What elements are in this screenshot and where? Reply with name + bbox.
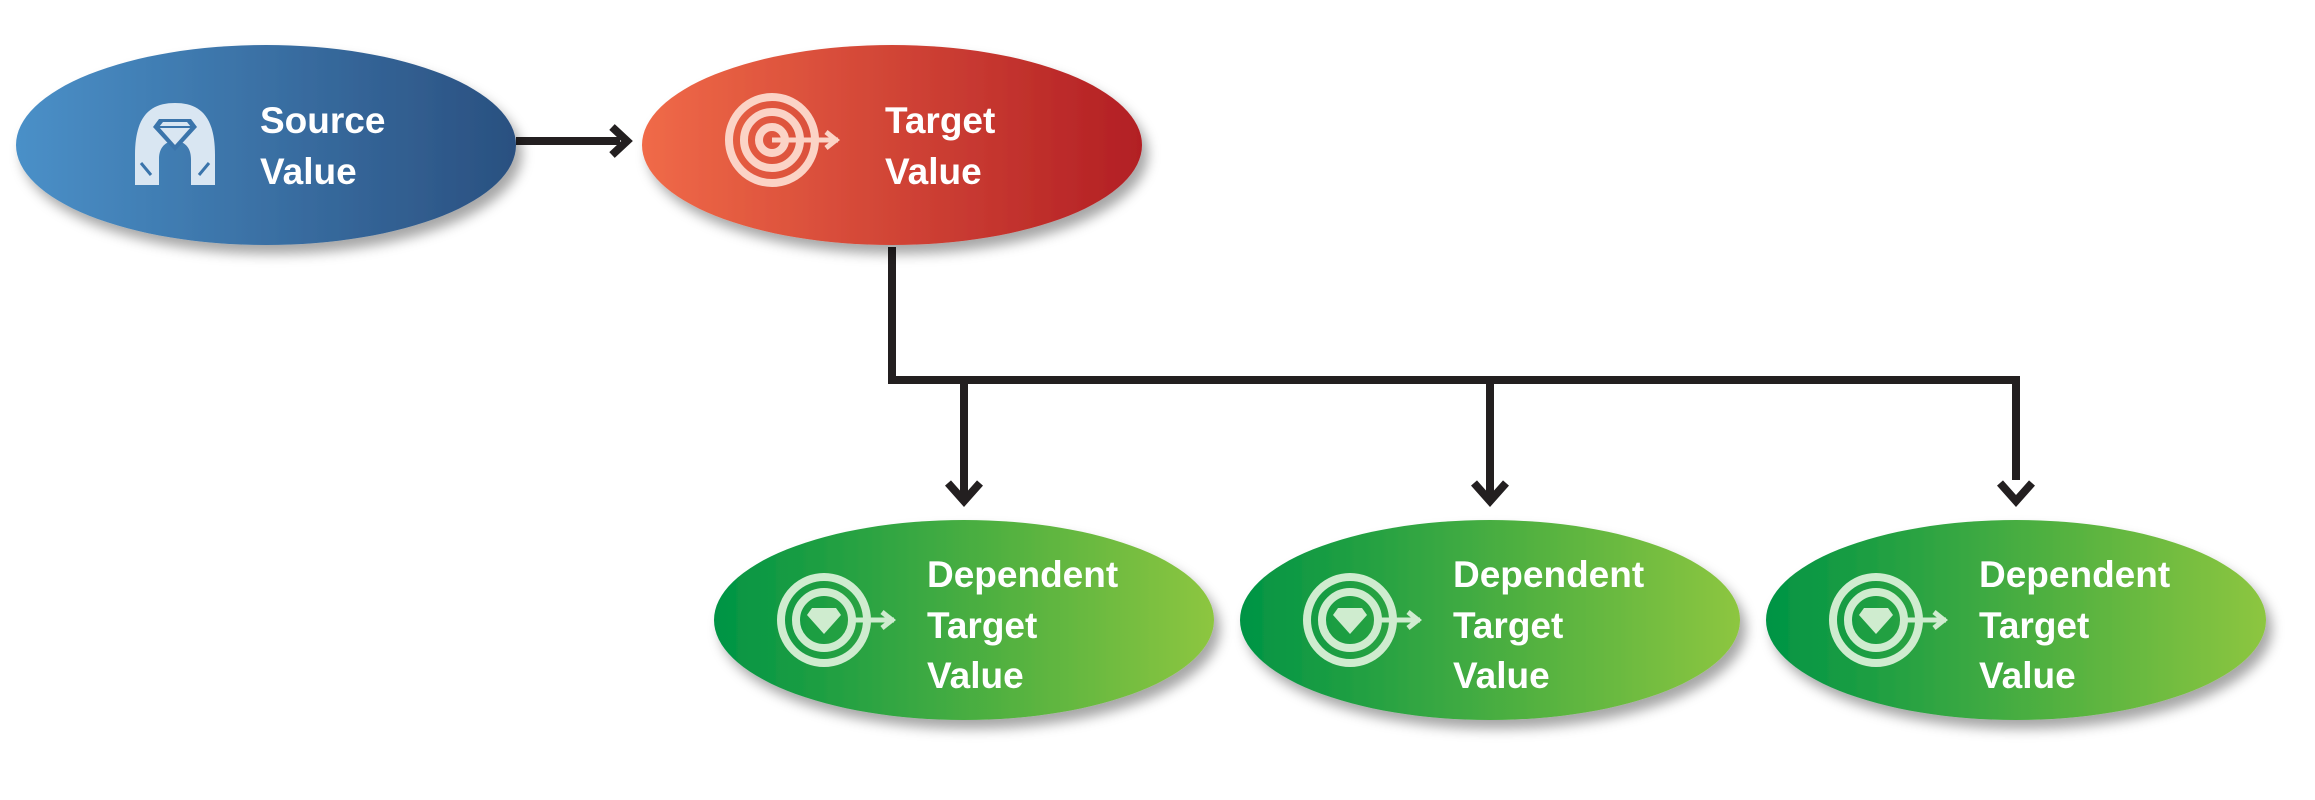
svg-text:Dependent: Dependent bbox=[1453, 554, 1644, 595]
svg-text:Source: Source bbox=[260, 100, 385, 141]
branch-arrowhead-1 bbox=[945, 480, 983, 508]
target-gem-icon bbox=[777, 573, 897, 667]
svg-text:Value: Value bbox=[927, 655, 1024, 696]
svg-text:Dependent: Dependent bbox=[1979, 554, 2170, 595]
connectors bbox=[516, 124, 2035, 508]
dependent-2-label-line-2: Target bbox=[1453, 605, 1563, 646]
branch-arrowhead-3 bbox=[1997, 480, 2035, 508]
target-arrow-icon bbox=[725, 93, 841, 187]
dependent-2-label-line-1: Dependent bbox=[1453, 554, 1644, 595]
dependent-node-2: Dependent Target Value bbox=[1240, 520, 1740, 720]
dependent-1-label-line-3: Value bbox=[927, 655, 1024, 696]
svg-text:Value: Value bbox=[1453, 655, 1550, 696]
target-label-line-1: Target bbox=[885, 100, 995, 141]
branch-arrowhead-2 bbox=[1471, 480, 1509, 508]
dependent-node-1: Dependent Target Value bbox=[714, 520, 1214, 720]
dependent-3-label-line-2: Target bbox=[1979, 605, 2089, 646]
target-trunk-connector bbox=[888, 247, 2020, 480]
svg-text:Target: Target bbox=[885, 100, 995, 141]
dependent-3-label-line-1: Dependent bbox=[1979, 554, 2170, 595]
svg-text:Value: Value bbox=[885, 151, 982, 192]
svg-text:Dependent: Dependent bbox=[927, 554, 1118, 595]
source-label-line-2: Value bbox=[260, 151, 357, 192]
dependent-1-label-line-2: Target bbox=[927, 605, 1037, 646]
target-gem-icon bbox=[1303, 573, 1423, 667]
source-to-target-arrowhead bbox=[609, 124, 633, 158]
svg-text:Target: Target bbox=[1979, 605, 2089, 646]
source-node: Source Value bbox=[16, 45, 516, 245]
svg-text:Target: Target bbox=[927, 605, 1037, 646]
dependent-1-label-line-1: Dependent bbox=[927, 554, 1118, 595]
gem-mine-icon bbox=[135, 103, 215, 185]
target-label-line-2: Value bbox=[885, 151, 982, 192]
source-label-line-1: Source bbox=[260, 100, 385, 141]
target-node: Target Value bbox=[642, 45, 1142, 245]
dependent-node-3: Dependent Target Value bbox=[1766, 520, 2266, 720]
dependent-3-label-line-3: Value bbox=[1979, 655, 2076, 696]
svg-text:Value: Value bbox=[1979, 655, 2076, 696]
dependent-2-label-line-3: Value bbox=[1453, 655, 1550, 696]
svg-text:Value: Value bbox=[260, 151, 357, 192]
target-gem-icon bbox=[1829, 573, 1949, 667]
svg-text:Target: Target bbox=[1453, 605, 1563, 646]
